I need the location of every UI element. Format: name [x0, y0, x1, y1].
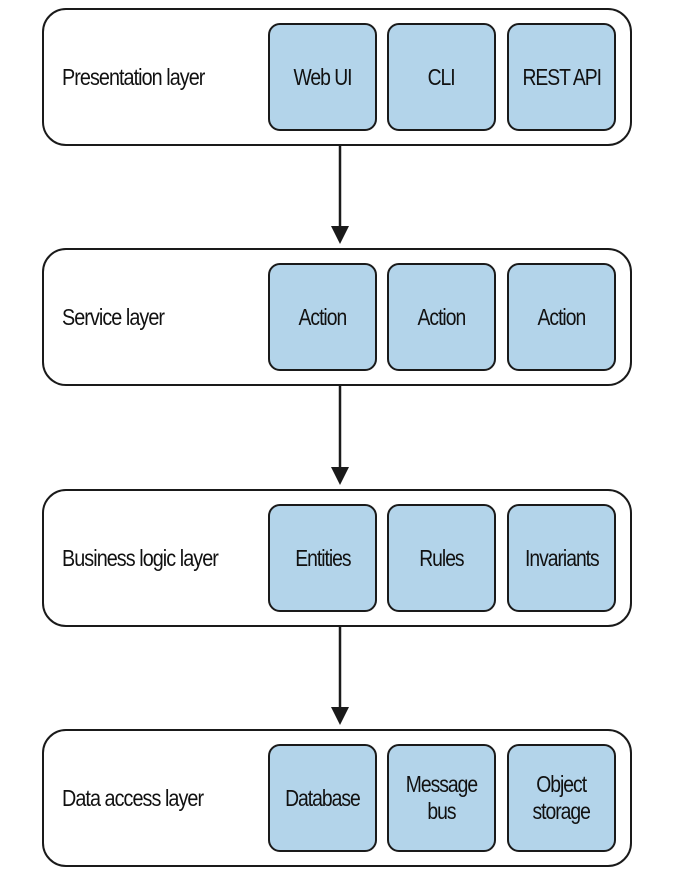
layer-label: Presentation layer — [62, 63, 205, 90]
component-label: Web UI — [293, 63, 352, 90]
component-label: Database — [285, 784, 361, 811]
component-box: Action — [268, 263, 377, 371]
component-box: CLI — [387, 23, 496, 131]
service-layer-box: Service layer Action Action Action — [42, 248, 632, 386]
component-label: Action — [417, 303, 467, 330]
component-box: Action — [507, 263, 616, 371]
layer-label: Data access layer — [62, 784, 204, 811]
component-label: Message bus — [405, 771, 478, 824]
component-label: Invariants — [524, 544, 600, 571]
component-box: Rules — [387, 504, 496, 612]
arrow-presentation-to-service — [331, 146, 349, 244]
component-box: Web UI — [268, 23, 377, 131]
data-access-layer-box: Data access layer Database Message bus O… — [42, 729, 632, 867]
component-box: Invariants — [507, 504, 616, 612]
component-label: Object storage — [532, 771, 591, 824]
component-label: Action — [537, 303, 587, 330]
component-box: REST API — [507, 23, 616, 131]
component-label: Rules — [419, 544, 464, 571]
component-label: Entities — [294, 544, 351, 571]
component-label: CLI — [427, 63, 456, 90]
component-box: Database — [268, 744, 377, 852]
presentation-layer-box: Presentation layer Web UI CLI REST API — [42, 8, 632, 146]
arrow-business-to-data — [331, 627, 349, 725]
component-box: Message bus — [387, 744, 496, 852]
business-logic-layer-box: Business logic layer Entities Rules Inva… — [42, 489, 632, 627]
component-box: Object storage — [507, 744, 616, 852]
layer-label: Service layer — [62, 303, 165, 330]
component-label: REST API — [522, 63, 602, 90]
arrow-service-to-business — [331, 386, 349, 485]
component-box: Entities — [268, 504, 377, 612]
component-label: Action — [298, 303, 348, 330]
component-box: Action — [387, 263, 496, 371]
layer-label: Business logic layer — [62, 544, 219, 571]
